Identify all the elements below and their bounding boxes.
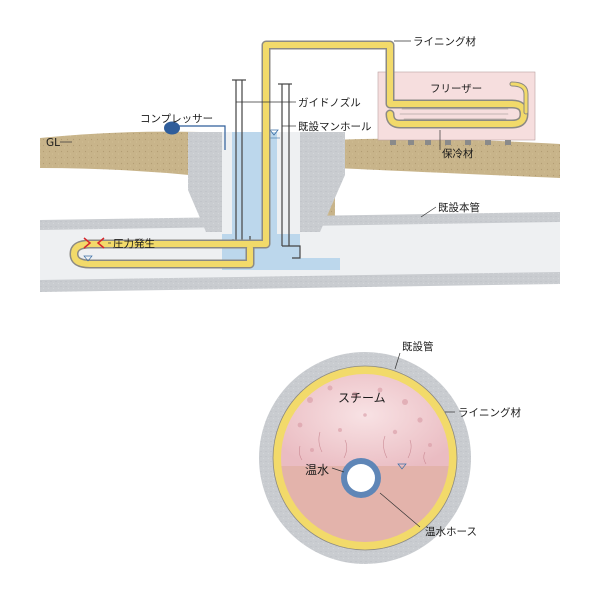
label-hot-water: 温水	[305, 463, 329, 477]
label-pressure-generation: 圧力発生	[113, 237, 155, 250]
manhole-wall-right	[300, 132, 345, 232]
label-lining-bottom: ライニング材	[458, 406, 521, 419]
pipe-water-marker	[83, 255, 93, 262]
label-lining-top: ライニング材	[413, 35, 476, 48]
label-hot-water-hose: 温水ホース	[425, 526, 477, 538]
label-existing-main-pipe: 既設本管	[438, 201, 480, 214]
label-guide-nozzle: ガイドノズル	[298, 96, 361, 109]
label-freezer: フリーザー	[430, 83, 482, 95]
freezer-feet	[390, 140, 511, 145]
cross-section	[259, 352, 471, 564]
label-steam: スチーム	[338, 391, 386, 405]
compressor-icon	[164, 121, 226, 150]
water-level-marker	[269, 129, 279, 136]
leader-lines-top	[60, 40, 441, 244]
label-compressor: コンプレッサー	[140, 113, 213, 125]
label-gl: GL	[46, 137, 60, 149]
pressure-arrows	[83, 237, 105, 249]
manhole-wall-left	[188, 132, 222, 232]
label-existing-manhole: 既設マンホール	[298, 120, 372, 133]
lining-tube	[69, 40, 529, 269]
label-existing-pipe: 既設管	[402, 340, 434, 353]
label-cold-insulation: 保冷材	[442, 147, 474, 160]
